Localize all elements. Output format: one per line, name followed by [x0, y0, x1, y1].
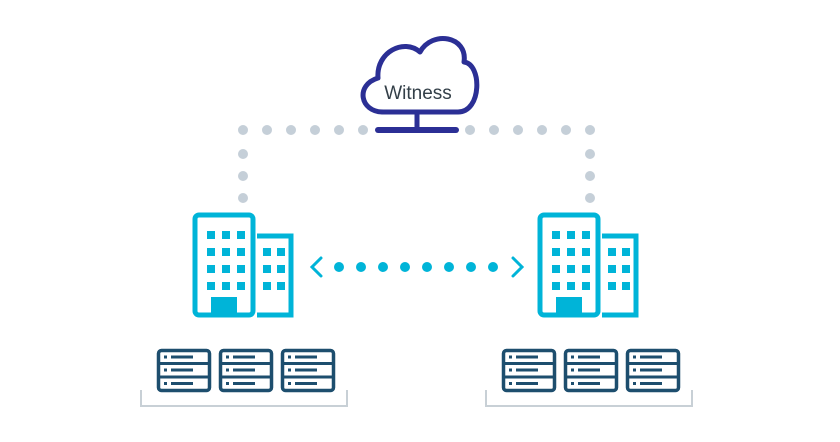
- site-b-bracket: [485, 390, 693, 407]
- window: [207, 231, 215, 239]
- server-rack-icon: [156, 348, 212, 393]
- window: [567, 282, 575, 290]
- window: [567, 231, 575, 239]
- window: [608, 265, 616, 273]
- link-dot: [585, 171, 595, 181]
- site-b-building: [537, 212, 639, 318]
- link-dot: [585, 193, 595, 203]
- server-rack-icon: [280, 348, 336, 393]
- window: [277, 248, 285, 256]
- window: [237, 248, 245, 256]
- inter-site-link: [309, 256, 525, 278]
- window: [263, 248, 271, 256]
- link-dot: [585, 125, 595, 135]
- link-dot: [262, 125, 272, 135]
- witness-links: [238, 125, 595, 203]
- window: [567, 265, 575, 273]
- site-a-servers: [156, 348, 336, 393]
- window: [207, 248, 215, 256]
- door: [211, 297, 237, 315]
- link-dot: [238, 149, 248, 159]
- window: [207, 265, 215, 273]
- window: [277, 282, 285, 290]
- link-dot: [334, 125, 344, 135]
- arrow-left-icon: [309, 256, 323, 278]
- window: [608, 282, 616, 290]
- window: [582, 282, 590, 290]
- window: [277, 265, 285, 273]
- link-dot: [561, 125, 571, 135]
- link-dot: [444, 262, 454, 272]
- site-a-bracket: [140, 390, 348, 407]
- window: [608, 248, 616, 256]
- window: [567, 248, 575, 256]
- window: [222, 282, 230, 290]
- link-dot: [238, 125, 248, 135]
- server-rack-icon: [625, 348, 681, 393]
- window: [552, 265, 560, 273]
- link-dot: [286, 125, 296, 135]
- server-rack-icon: [563, 348, 619, 393]
- link-dot: [400, 262, 410, 272]
- window: [263, 282, 271, 290]
- window: [222, 231, 230, 239]
- link-dot: [358, 125, 368, 135]
- window: [207, 282, 215, 290]
- window: [582, 231, 590, 239]
- server-rack-icon: [501, 348, 557, 393]
- tower-side: [602, 233, 639, 318]
- window: [552, 282, 560, 290]
- window: [237, 282, 245, 290]
- window: [622, 265, 630, 273]
- window: [552, 231, 560, 239]
- window: [582, 248, 590, 256]
- link-dot: [537, 125, 547, 135]
- link-dot: [238, 171, 248, 181]
- link-dot: [489, 125, 499, 135]
- arrow-right-icon: [511, 256, 525, 278]
- link-dot: [238, 193, 248, 203]
- window: [622, 282, 630, 290]
- window: [622, 248, 630, 256]
- window: [263, 265, 271, 273]
- server-rack-icon: [218, 348, 274, 393]
- site-b-servers: [501, 348, 681, 393]
- cloud-icon: [360, 36, 480, 115]
- window: [582, 265, 590, 273]
- site-a-building: [192, 212, 294, 318]
- link-dot: [422, 262, 432, 272]
- link-dot: [310, 125, 320, 135]
- witness-node: Witness: [360, 36, 480, 133]
- tower-side: [257, 233, 294, 318]
- window: [237, 231, 245, 239]
- window: [222, 248, 230, 256]
- link-dot: [513, 125, 523, 135]
- link-dot: [488, 262, 498, 272]
- link-dot: [378, 262, 388, 272]
- link-dot: [334, 262, 344, 272]
- window: [237, 265, 245, 273]
- witness-label: Witness: [384, 83, 452, 104]
- link-dot: [356, 262, 366, 272]
- link-dot: [585, 149, 595, 159]
- window: [222, 265, 230, 273]
- link-dot: [466, 262, 476, 272]
- link-dot: [465, 125, 475, 135]
- window: [552, 248, 560, 256]
- door: [556, 297, 582, 315]
